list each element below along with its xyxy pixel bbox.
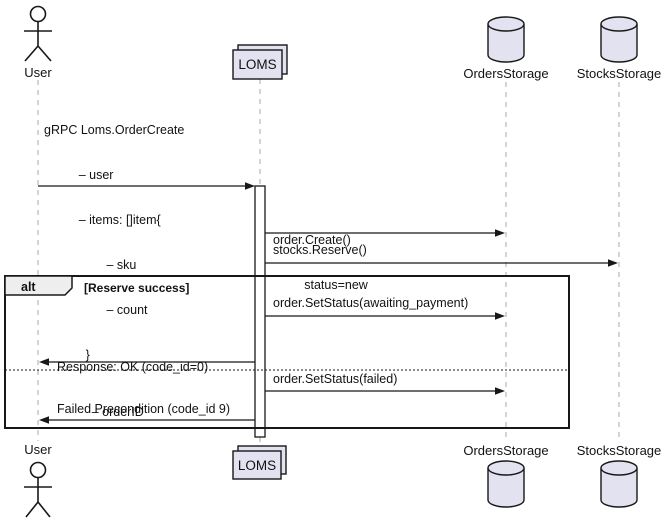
message-arrow-stocks-reserve (265, 259, 618, 267)
actor-head (29, 5, 47, 23)
cylinder-body (600, 24, 638, 63)
message-text-order-create: order.Create() status=new (273, 203, 368, 323)
cylinder-top (487, 16, 525, 32)
cylinder-body (600, 468, 638, 508)
message-text-set-status-awaiting: order.SetStatus(awaiting_payment) (273, 296, 469, 310)
message-text-stocks-reserve: stocks.Reserve() (273, 243, 367, 257)
cylinder-top (600, 16, 638, 32)
database-ordersstorage-bottom-icon (487, 460, 525, 508)
cylinder-top (600, 460, 638, 476)
message-line: } (44, 348, 90, 362)
message-line: – sku (44, 258, 137, 272)
collections-front-rect (232, 49, 283, 80)
message-line: Response: OK (code_id=0) (57, 360, 209, 374)
actor-user-bottom-icon (24, 461, 52, 518)
participant-label-stocksstorage-bottom: StocksStorage (576, 443, 662, 458)
message-arrow-order-create (265, 229, 505, 237)
message-arrow-response-ok (39, 358, 255, 366)
participant-label-user-bottom: User (24, 442, 52, 457)
participant-label-ordersstorage-top: OrdersStorage (463, 66, 549, 81)
database-stocksstorage-top-icon (600, 16, 638, 63)
database-ordersstorage-top-icon (487, 16, 525, 63)
message-arrow-failed-precondition (39, 416, 255, 424)
alt-frame-rect (4, 275, 570, 429)
alt-guard-label: [Reserve success] (84, 281, 190, 295)
participant-label-user-top: User (24, 65, 52, 80)
message-text-response-ok: Response: OK (code_id=0) – orderID (57, 330, 208, 450)
message-line: order.Create() (273, 233, 351, 247)
message-line: gRPC Loms.OrderCreate (44, 123, 185, 137)
actor-head (29, 461, 47, 479)
alt-operator-pentagon (4, 275, 73, 296)
actor-user-top-icon (24, 5, 52, 62)
collections-front-rect (232, 450, 282, 480)
message-arrow-set-status-failed (265, 387, 505, 395)
participant-loms-top-box (232, 44, 288, 80)
message-line: – orderID (57, 405, 144, 419)
message-arrow-order-create-request (38, 182, 255, 190)
cylinder-top (487, 460, 525, 476)
alt-fragment-frame (4, 275, 570, 429)
message-text-order-create-request: gRPC Loms.OrderCreate – user – items: []… (44, 93, 184, 393)
cylinder-body (487, 24, 525, 63)
participant-label-ordersstorage-bottom: OrdersStorage (463, 443, 549, 458)
message-text-set-status-failed: order.SetStatus(failed) (273, 372, 398, 386)
participant-loms-bottom-box (232, 445, 287, 480)
actor-body (24, 477, 52, 518)
participant-label-stocksstorage-top: StocksStorage (576, 66, 662, 81)
activation-bar-loms (254, 185, 266, 438)
message-line: – user (44, 168, 114, 182)
database-stocksstorage-bottom-icon (600, 460, 638, 508)
actor-body (24, 21, 52, 62)
cylinder-body (487, 468, 525, 508)
message-arrow-set-status-awaiting (265, 312, 505, 320)
message-line: status=new (273, 278, 368, 292)
alt-operator-label: alt (21, 280, 36, 294)
participant-label-loms-bottom: LOMS (237, 457, 277, 473)
participant-label-loms-top: LOMS (238, 57, 277, 72)
message-text-failed-precondition: Failed Precondition (code_id 9) (57, 402, 231, 416)
message-line: – count (44, 303, 148, 317)
message-line: – items: []item{ (44, 213, 161, 227)
